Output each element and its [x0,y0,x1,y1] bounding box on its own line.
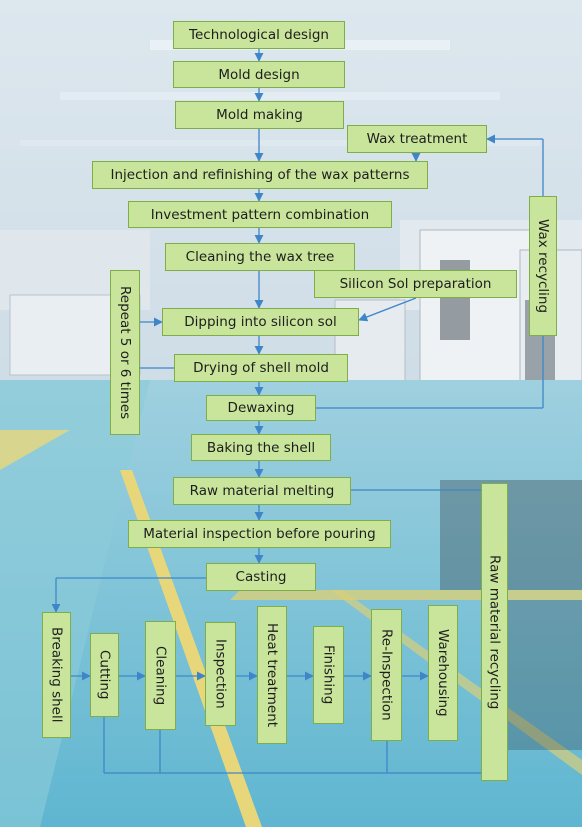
step-inspection: Inspection [205,622,236,726]
repeat-times-box: Repeat 5 or 6 times [110,270,140,435]
step-re-inspection: Re-Inspection [371,609,402,741]
step-cleaning-wax-tree: Cleaning the wax tree [165,243,355,271]
step-cutting: Cutting [90,633,119,717]
step-material-inspection: Material inspection before pouring [128,520,391,548]
step-cleaning: Cleaning [145,621,176,730]
wax-treatment-box: Wax treatment [347,125,487,153]
wax-recycling-box: Wax recycling [529,196,557,336]
step-drying-shell-mold: Drying of shell mold [174,354,348,382]
step-mold-making: Mold making [175,101,344,129]
step-breaking-shell: Breaking shell [42,612,71,738]
step-technological-design: Technological design [173,21,345,49]
step-dipping-silicon-sol: Dipping into silicon sol [162,308,359,336]
step-investment-pattern-combination: Investment pattern combination [128,201,392,228]
step-mold-design: Mold design [173,61,345,88]
step-dewaxing: Dewaxing [206,395,316,421]
step-casting: Casting [206,563,316,591]
step-finishing: Finishing [313,626,344,724]
step-injection-refinishing: Injection and refinishing of the wax pat… [92,161,428,189]
step-warehousing: Warehousing [428,605,458,741]
step-baking-shell: Baking the shell [191,434,331,461]
step-raw-material-melting: Raw material melting [173,477,351,505]
silicon-sol-preparation-box: Silicon Sol preparation [314,270,517,298]
step-heat-treatment: Heat treatment [257,606,287,744]
raw-material-recycling-box: Raw material recycling [481,483,508,781]
